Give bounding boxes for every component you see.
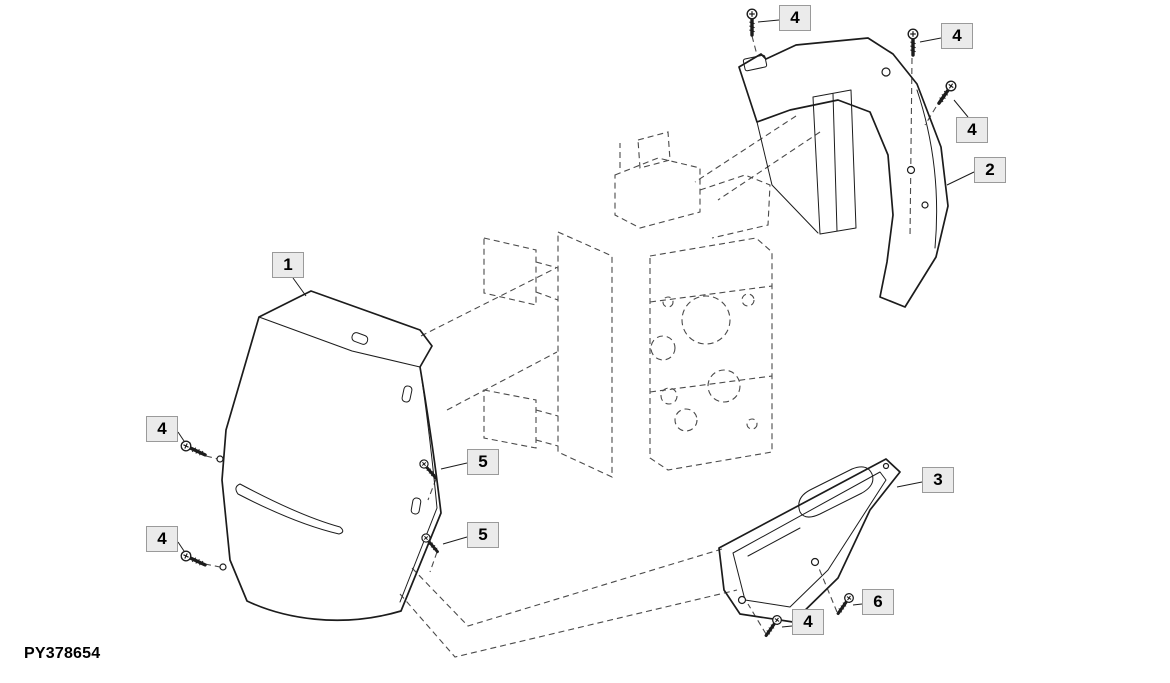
callout-4-left-upper[interactable]: 4 [146, 416, 178, 442]
callout-4-right[interactable]: 4 [956, 117, 988, 143]
callout-2[interactable]: 2 [974, 157, 1006, 183]
screw-icon [906, 27, 920, 57]
screw-icon [833, 590, 857, 618]
callout-3[interactable]: 3 [922, 467, 954, 493]
callout-5-lower[interactable]: 5 [467, 522, 499, 548]
callout-4-bottom[interactable]: 4 [792, 609, 824, 635]
screw-icon [745, 7, 759, 37]
callout-1[interactable]: 1 [272, 252, 304, 278]
screw-icon [177, 437, 209, 461]
callout-6[interactable]: 6 [862, 589, 894, 615]
central-assembly-outline [483, 131, 773, 478]
callout-5-upper[interactable]: 5 [467, 449, 499, 475]
assembly-alignment-lines [204, 35, 937, 658]
part-1-cover [216, 290, 442, 622]
callout-4-left-lower[interactable]: 4 [146, 526, 178, 552]
figure-id-label: PY378654 [24, 645, 101, 662]
screw-icon [177, 547, 209, 571]
callout-4-upper-right[interactable]: 4 [941, 23, 973, 49]
callout-4-top[interactable]: 4 [779, 5, 811, 31]
part-2-cover [738, 37, 949, 308]
screws [177, 7, 960, 640]
screw-icon [933, 77, 960, 108]
callout-leader-lines [177, 19, 975, 628]
part-3-panel [718, 458, 901, 623]
